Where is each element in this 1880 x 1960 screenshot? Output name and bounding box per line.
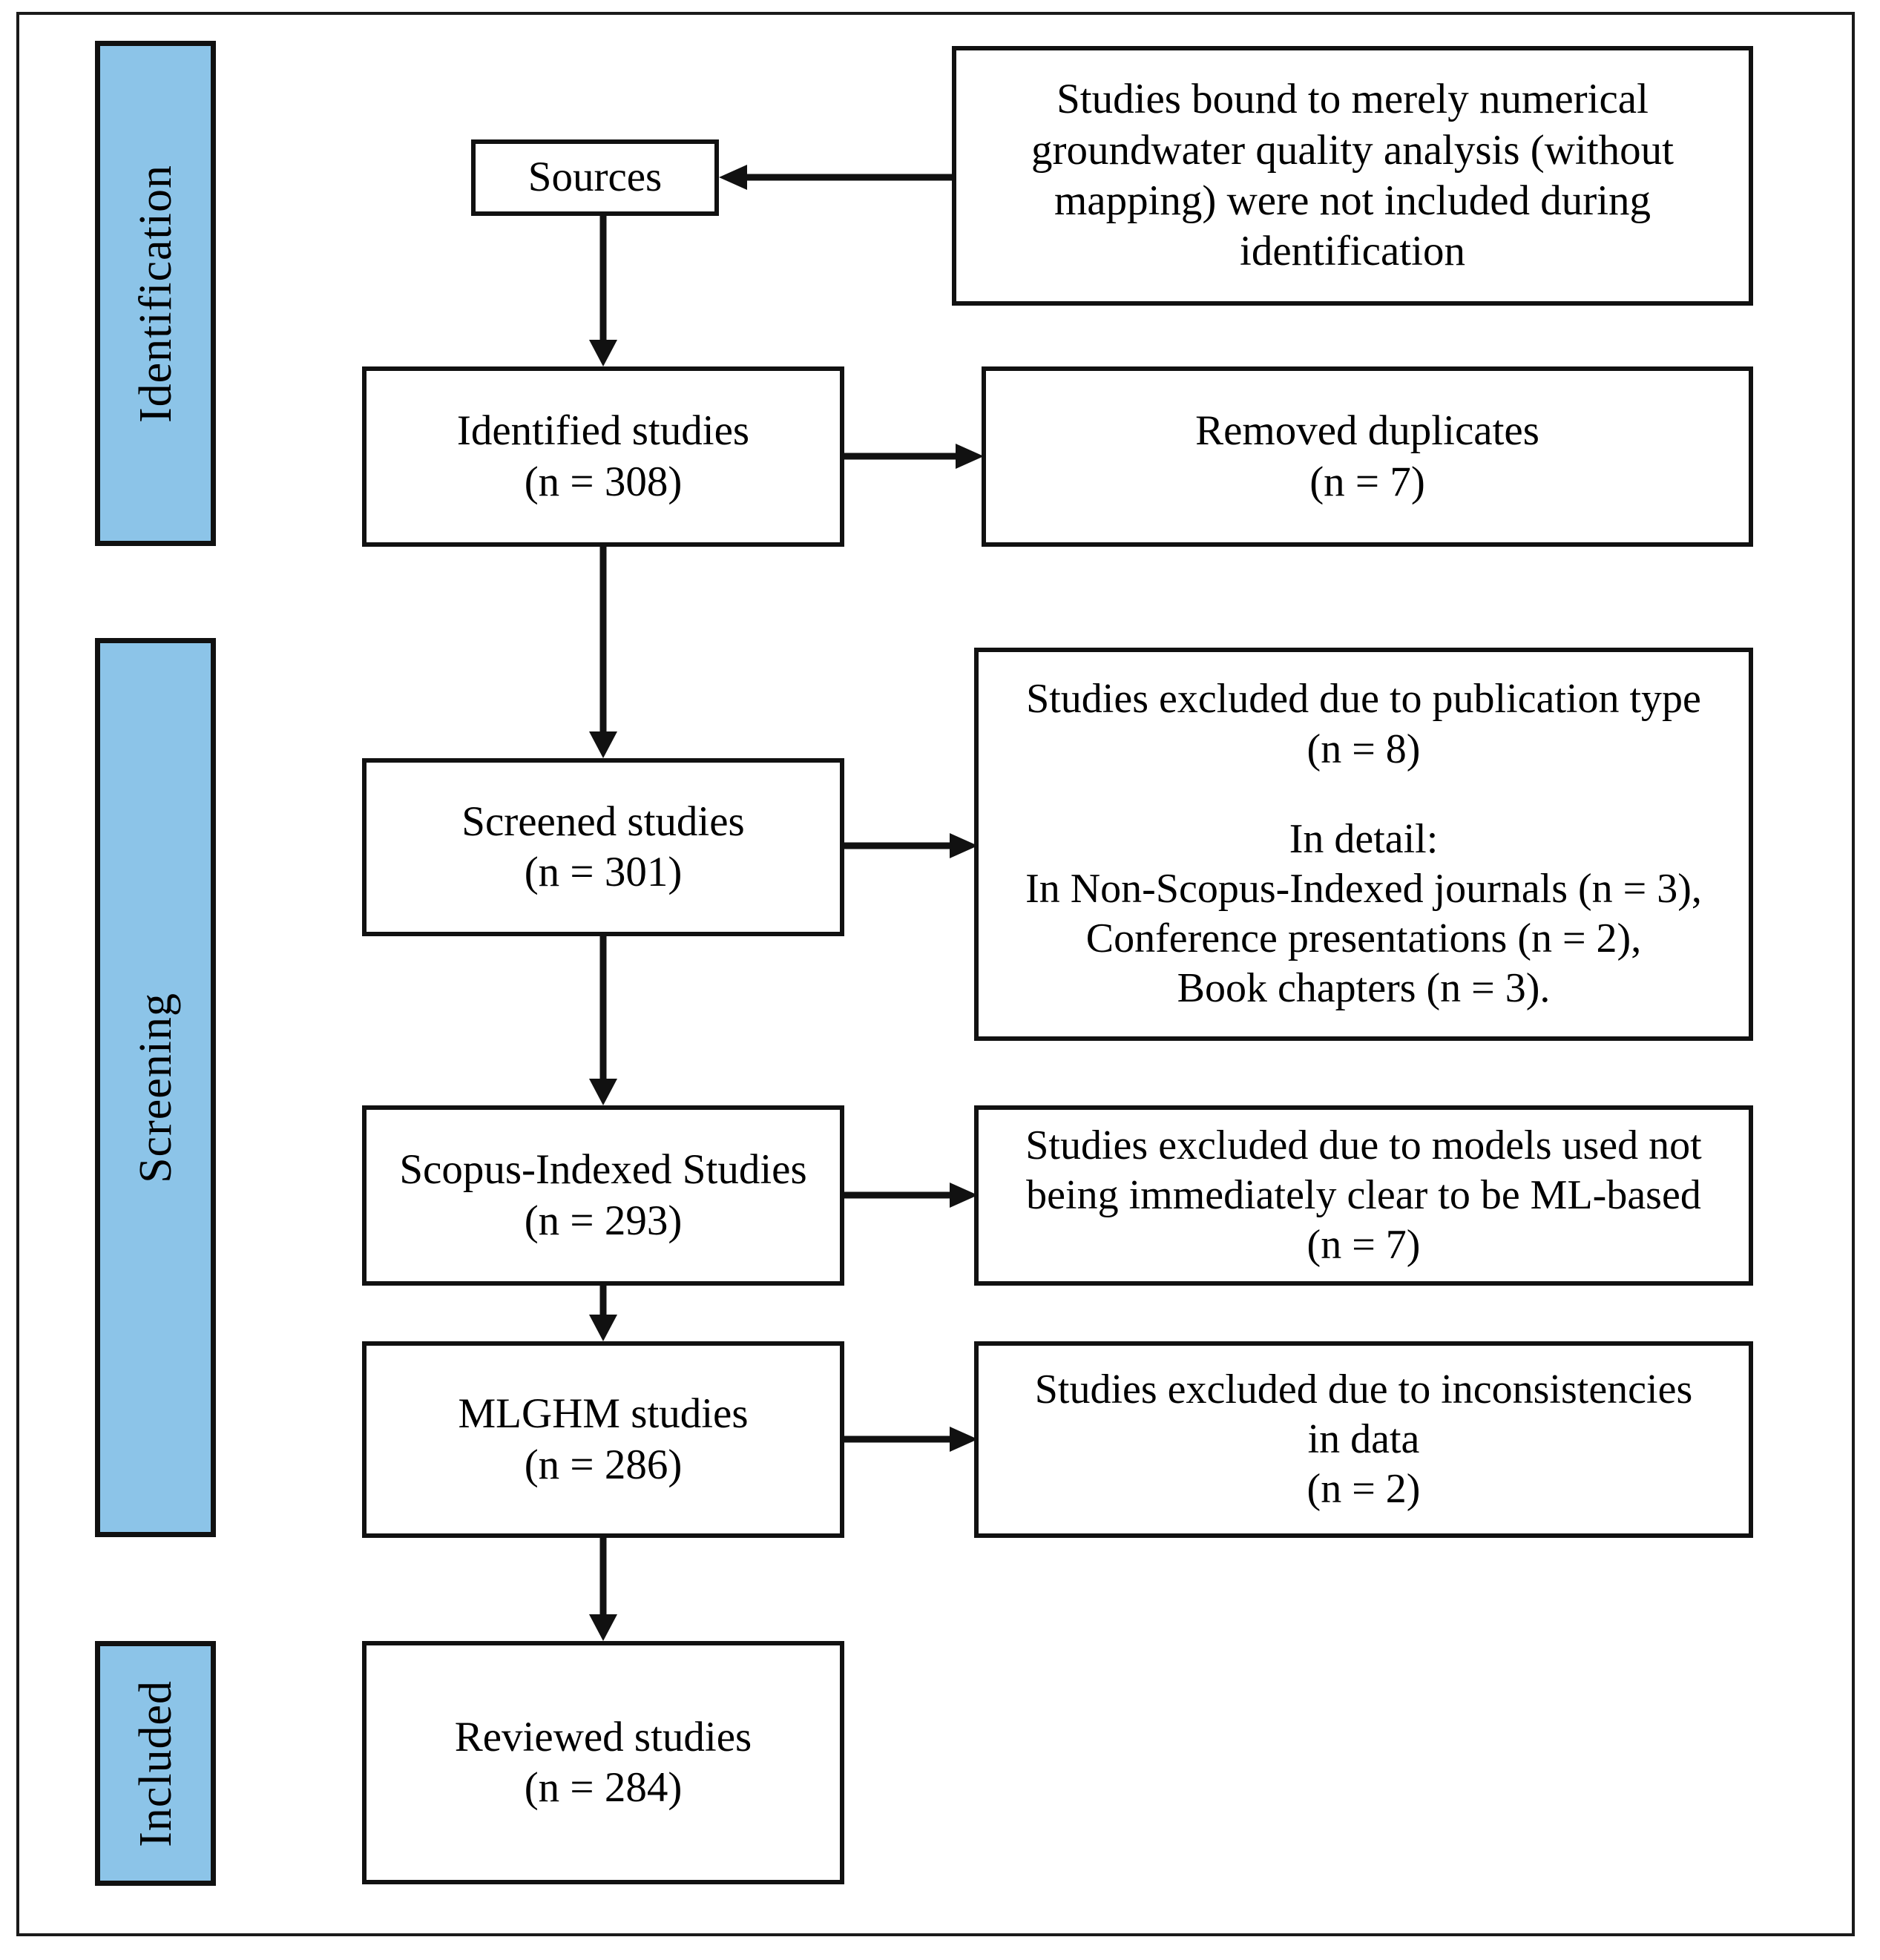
box-identification-note: Studies bound to merely numerical ground… [952,46,1753,306]
box-screened-studies: Screened studies (n = 301) [362,758,844,936]
box-excluded-not-ml-line-0: Studies excluded due to models used not [1025,1122,1702,1168]
stage-bar-included: Included [95,1641,216,1886]
box-excluded-publication-type-line-6: Book chapters (n = 3). [1177,965,1551,1012]
box-mlghm-studies-line-1: (n = 286) [524,1441,683,1488]
stage-label-screening: Screening [130,992,181,1183]
box-excluded-publication-type-line-4: In Non-Scopus-Indexed journals (n = 3), [1025,866,1702,912]
box-excluded-publication-type-line-1: (n = 8) [1307,726,1421,772]
box-scopus-indexed-studies-line-0: Scopus-Indexed Studies [399,1146,807,1194]
stage-label-included: Included [130,1680,181,1847]
box-excluded-publication-type-line-3: In detail: [1289,815,1439,862]
box-excluded-not-ml: Studies excluded due to models used not … [974,1105,1753,1286]
box-removed-duplicates-line-1: (n = 7) [1309,458,1425,505]
box-reviewed-studies-line-1: (n = 284) [524,1764,683,1811]
box-screened-studies-line-0: Screened studies [461,798,745,845]
box-excluded-not-ml-line-2: (n = 7) [1307,1222,1421,1269]
box-identification-note-line-3: identification [1240,228,1465,275]
stage-label-identification: Identification [130,164,181,423]
box-sources: Sources [471,139,719,216]
box-mlghm-studies: MLGHM studies (n = 286) [362,1341,844,1538]
box-excluded-inconsistencies-line-0: Studies excluded due to inconsistencies [1034,1366,1693,1413]
box-sources-line-0: Sources [527,154,663,201]
box-identified-studies-line-0: Identified studies [456,407,750,455]
box-identification-note-line-2: mapping) were not included during [1054,177,1651,224]
box-excluded-inconsistencies: Studies excluded due to inconsistencies … [974,1341,1753,1538]
box-excluded-not-ml-line-1: being immediately clear to be ML-based [1026,1171,1701,1218]
box-mlghm-studies-line-0: MLGHM studies [458,1390,749,1438]
box-reviewed-studies-line-0: Reviewed studies [454,1713,752,1760]
box-identified-studies-line-1: (n = 308) [524,458,683,505]
box-removed-duplicates: Removed duplicates (n = 7) [982,366,1753,547]
box-scopus-indexed-studies-line-1: (n = 293) [524,1197,683,1244]
box-excluded-publication-type-line-5: Conference presentations (n = 2), [1085,915,1642,962]
box-identification-note-line-0: Studies bound to merely numerical [1056,76,1649,123]
box-identification-note-line-1: groundwater quality analysis (without [1031,126,1674,174]
stage-bar-screening: Screening [95,638,216,1537]
box-removed-duplicates-line-0: Removed duplicates [1195,407,1539,455]
box-excluded-inconsistencies-line-1: in data [1307,1415,1420,1462]
box-excluded-publication-type: Studies excluded due to publication type… [974,648,1753,1041]
stage-bar-identification: Identification [95,41,216,546]
box-excluded-inconsistencies-line-2: (n = 2) [1307,1466,1421,1513]
box-excluded-publication-type-line-0: Studies excluded due to publication type [1026,676,1701,723]
box-scopus-indexed-studies: Scopus-Indexed Studies (n = 293) [362,1105,844,1286]
box-reviewed-studies: Reviewed studies (n = 284) [362,1641,844,1884]
box-screened-studies-line-1: (n = 301) [524,849,683,895]
box-identified-studies: Identified studies (n = 308) [362,366,844,547]
